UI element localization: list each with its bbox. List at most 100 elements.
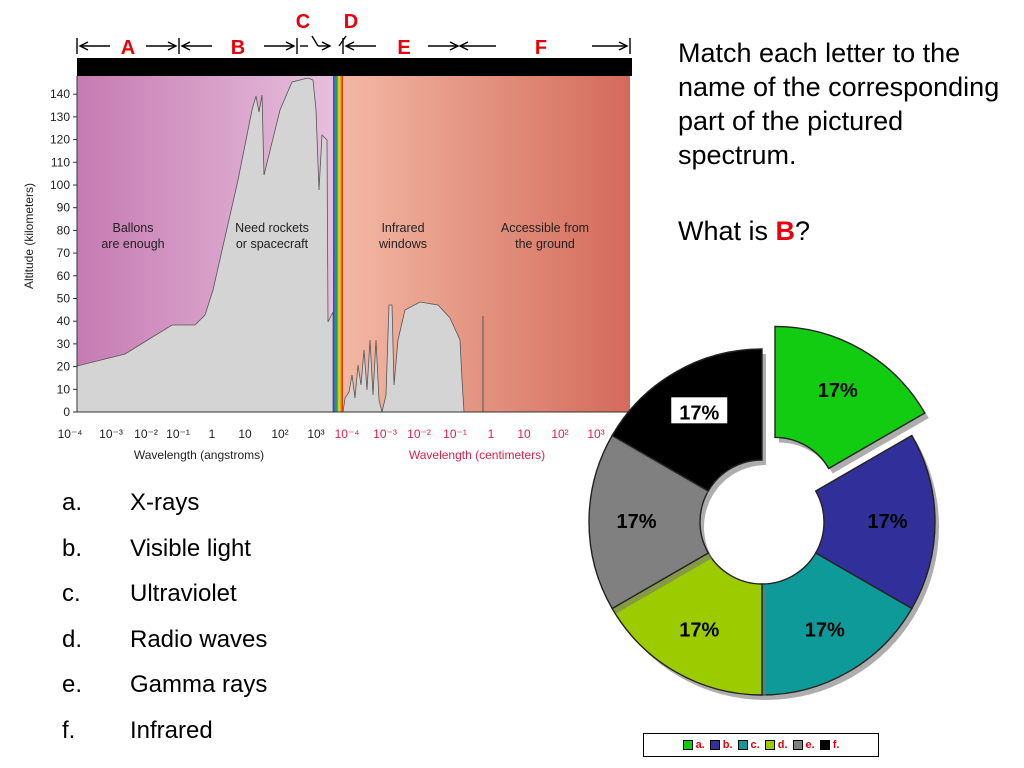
slice-value-label: 17% xyxy=(818,380,858,402)
y-tick-label: 120 xyxy=(50,133,70,147)
option-text: X-rays xyxy=(130,489,200,516)
legend-item: b. xyxy=(709,739,733,751)
y-tick-label: 50 xyxy=(57,292,71,306)
x-tick-label-cm: 10⁻¹ xyxy=(443,427,467,441)
y-tick-label: 110 xyxy=(51,155,70,169)
option-item[interactable]: e. Gamma rays xyxy=(62,668,382,714)
legend-label: f. xyxy=(832,739,840,751)
annotation-balloons-line1: Ballons xyxy=(113,221,154,235)
x-tick-label-angstrom: 10⁻⁴ xyxy=(58,427,83,441)
x-tick-label-cm: 10⁻² xyxy=(407,427,431,441)
legend-item: a. xyxy=(682,739,705,751)
annotation-ground-line2: the ground xyxy=(515,237,575,251)
y-tick-label: 130 xyxy=(50,110,70,124)
legend-swatch xyxy=(819,740,830,750)
y-axis-label: Altitude (kilometers) xyxy=(22,183,36,289)
option-item[interactable]: f. Infrared xyxy=(62,714,382,760)
slice-value-label: 17% xyxy=(679,620,719,642)
legend-item: e. xyxy=(792,739,815,751)
donut-slice-a xyxy=(774,325,926,470)
y-tick-label: 60 xyxy=(57,269,71,283)
question-prompt: Match each letter to the name of the cor… xyxy=(678,38,1000,170)
slice-value-label: 17% xyxy=(616,511,656,533)
x-tick-label-cm: 1 xyxy=(488,427,495,441)
region-label-d: D xyxy=(344,11,358,33)
what-is-prefix: What is xyxy=(678,216,776,246)
x-tick-label-angstrom: 10⁻² xyxy=(134,427,158,441)
question-what-is: What is B? xyxy=(678,214,1008,248)
x-tick-label-cm: 10² xyxy=(551,427,568,441)
x-tick-label-cm: 10 xyxy=(517,427,531,441)
region-label-f: F xyxy=(535,37,547,59)
y-tick-label: 90 xyxy=(57,201,71,215)
x-tick-label-cm: 10⁻⁴ xyxy=(335,427,360,441)
donut-slice-group: 17% xyxy=(774,325,929,474)
y-tick-label: 20 xyxy=(57,360,71,374)
legend-label: a. xyxy=(695,739,705,751)
option-letter: f. xyxy=(62,716,76,744)
option-item[interactable]: c. Ultraviolet xyxy=(62,577,382,623)
x-tick-label-cm: 10⁻³ xyxy=(373,427,397,441)
legend-swatch xyxy=(737,740,748,750)
option-text: Infrared xyxy=(130,716,213,744)
donut-slice-group: 17% xyxy=(814,434,939,614)
region-arrows xyxy=(76,35,631,54)
option-text: Ultraviolet xyxy=(130,580,237,607)
option-text: Visible light xyxy=(130,534,251,562)
visible-band xyxy=(333,76,343,412)
donut-slice-group: 17% xyxy=(761,552,916,700)
slice-value-label: 17% xyxy=(867,511,907,533)
x-tick-label-angstrom: 10² xyxy=(271,427,288,441)
x-tick-label-angstrom: 10 xyxy=(238,427,252,441)
what-is-letter: B xyxy=(775,216,796,246)
donut-slice-c xyxy=(761,552,913,696)
option-text: Gamma rays xyxy=(130,671,268,698)
annotation-balloons-line2: are enough xyxy=(101,237,164,251)
legend-label: d. xyxy=(777,739,788,751)
legend-item: d. xyxy=(764,739,788,751)
y-tick-label: 70 xyxy=(57,246,71,260)
donut-slice-e xyxy=(588,434,710,610)
y-tick-label: 80 xyxy=(57,223,71,237)
option-letter: d. xyxy=(62,625,83,653)
option-letter: c. xyxy=(62,580,81,607)
option-letter: b. xyxy=(62,534,83,562)
region-label-c: C xyxy=(296,11,310,33)
region-label-a: A xyxy=(121,37,135,59)
legend-label: b. xyxy=(722,739,733,751)
slice-value-label: 17% xyxy=(805,620,845,642)
y-tick-label: 0 xyxy=(63,405,70,419)
region-label-b: B xyxy=(231,37,245,59)
x-tick-label-angstrom: 10³ xyxy=(307,427,324,441)
top-bar xyxy=(77,58,632,76)
annotation-rockets-line2: or spacecraft xyxy=(236,237,309,251)
x-tick-label-angstrom: 1 xyxy=(209,427,216,441)
y-tick-label: 10 xyxy=(57,382,71,396)
legend-swatch xyxy=(792,740,803,750)
legend-item: f. xyxy=(819,739,840,751)
option-text: Radio waves xyxy=(130,625,268,653)
chart-legend: a. b. c. d. e. f. xyxy=(643,733,879,757)
x-axis-ticks: 10⁻⁴ 10⁻³ 10⁻² 10⁻¹ 1 10 10² 10³ 10⁻⁴ 10⁻³ 10⁻² 10⁻… xyxy=(58,427,605,441)
what-is-suffix: ? xyxy=(795,216,811,246)
option-item[interactable]: a.X-rays xyxy=(62,486,382,532)
legend-label: e. xyxy=(805,739,815,751)
question-text: Match each letter to the name of the cor… xyxy=(678,36,1008,248)
option-letter: e. xyxy=(62,671,83,698)
poll-donut-chart: 17% 17% 17% 17% 17% 17% xyxy=(588,325,939,700)
x-tick-label-angstrom: 10⁻³ xyxy=(99,427,123,441)
option-item[interactable]: b. Visible light xyxy=(62,532,382,578)
legend-swatch xyxy=(682,740,693,750)
x-tick-label-angstrom: 10⁻¹ xyxy=(166,427,190,441)
donut-slice-group: 17% xyxy=(611,348,766,496)
x-axis-label-angstrom: Wavelength (angstroms) xyxy=(134,448,264,462)
y-tick-label: 30 xyxy=(57,337,71,351)
legend-label: c. xyxy=(750,739,760,751)
x-axis-label-cm: Wavelength (centimeters) xyxy=(409,448,545,462)
slice-value-label: 17% xyxy=(679,402,719,424)
y-tick-label: 100 xyxy=(50,178,70,192)
y-tick-label: 40 xyxy=(57,314,71,328)
option-item[interactable]: d. Radio waves xyxy=(62,623,382,669)
